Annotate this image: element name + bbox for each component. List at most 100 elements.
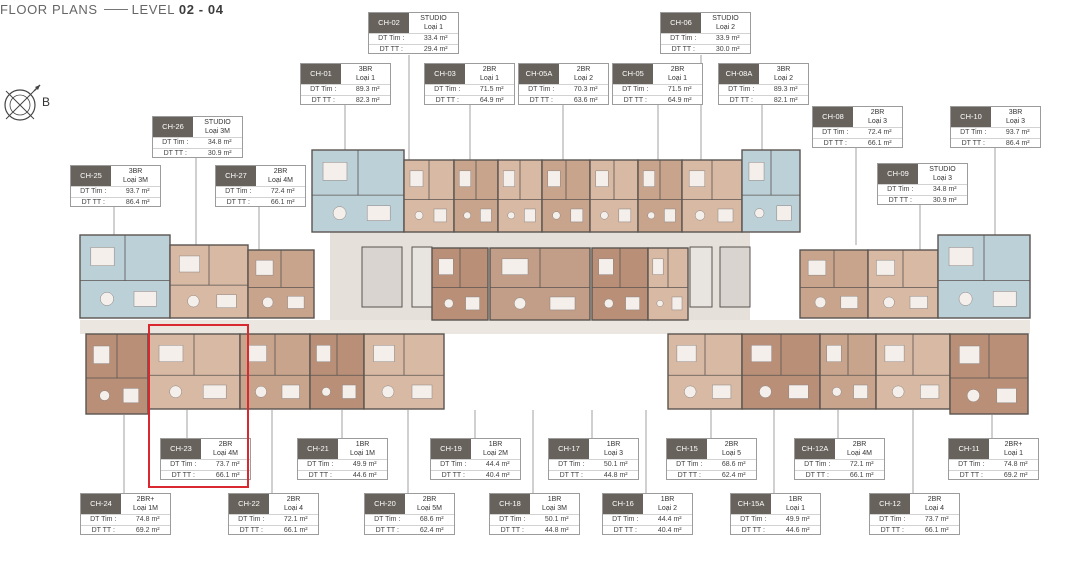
dt-tt-value: 44.6 m²	[352, 472, 377, 479]
dt-tim-label: DT Tim :	[804, 461, 831, 468]
furniture	[366, 205, 391, 221]
dt-tim-value: 50.1 m²	[603, 461, 628, 468]
unit-type: 2BR	[273, 168, 288, 175]
dt-tt-value: 40.4 m²	[657, 527, 682, 534]
unit-type: 2BR+	[136, 496, 155, 503]
dt-tim-value: 33.9 m²	[715, 35, 740, 42]
furniture	[958, 292, 973, 306]
dt-tt-value: 30.9 m²	[207, 150, 232, 157]
dt-tim-label: DT Tim :	[676, 461, 703, 468]
unit-code: CH-05A	[519, 64, 559, 84]
dt-tt-value: 66.1 m²	[924, 527, 949, 534]
unit-class: Loại 2M	[483, 450, 508, 457]
stair-core	[719, 246, 751, 308]
dt-tim-value: 89.3 m²	[355, 86, 380, 93]
unit-class: Loại 4M	[213, 450, 238, 457]
unit-code: CH-15	[667, 439, 707, 459]
unit-type: 2BR	[870, 109, 885, 116]
furniture	[676, 345, 697, 362]
lift-core	[689, 246, 713, 308]
unit-code: CH-15A	[731, 494, 771, 514]
dt-tim-value: 49.9 m²	[785, 516, 810, 523]
unit-type: 1BR	[660, 496, 675, 503]
furniture	[647, 211, 655, 220]
furniture	[814, 296, 827, 309]
unit-class: Loại 1	[785, 505, 806, 512]
furniture	[853, 384, 868, 399]
unit-class: Loại 2	[573, 75, 594, 82]
stair-core	[361, 246, 403, 308]
unit-type: STUDIO	[929, 166, 956, 173]
furniture	[411, 384, 433, 399]
unit-class: Loại 4	[283, 505, 304, 512]
furniture	[321, 387, 331, 397]
dt-tt-label: DT TT :	[959, 472, 983, 479]
header-divider	[103, 9, 128, 10]
unit-type-block: 2BR Loại 3	[853, 107, 902, 127]
unit-class: Loại 3M	[205, 128, 230, 135]
unit-code: CH-01	[301, 64, 341, 84]
dt-tim-value: 68.6 m²	[419, 516, 444, 523]
furniture	[122, 388, 139, 404]
dt-tt-value: 44.8 m²	[603, 472, 628, 479]
furniture	[643, 170, 655, 187]
dt-tim-label: DT Tim :	[434, 86, 461, 93]
dt-tt-label: DT TT :	[375, 527, 399, 534]
dt-tim-value: 73.7 m²	[924, 516, 949, 523]
unit-class: Loại 1	[1003, 450, 1024, 457]
dt-tim-label: DT Tim :	[80, 188, 107, 195]
unit-class: Loại 5	[721, 450, 742, 457]
dt-tim-label: DT Tim :	[558, 461, 585, 468]
unit-class: Loại 4	[924, 505, 945, 512]
furniture	[255, 385, 267, 398]
furniture	[262, 296, 274, 308]
furniture	[684, 385, 697, 398]
unit-code: CH-18	[490, 494, 530, 514]
dt-tt-value: 86.4 m²	[1005, 140, 1030, 147]
furniture	[751, 345, 772, 362]
unit-code: CH-17	[549, 439, 589, 459]
furniture	[133, 291, 157, 307]
furniture	[832, 387, 842, 397]
unit-class: Loại 3	[867, 118, 888, 125]
dt-tt-label: DT TT :	[239, 527, 263, 534]
selected-unit-highlight	[148, 324, 249, 488]
furniture	[322, 162, 348, 181]
furniture	[909, 295, 928, 309]
unit-class: Loại 1	[667, 75, 688, 82]
unit-class: Loại 2	[715, 24, 736, 31]
dt-tim-label: DT Tim :	[740, 516, 767, 523]
furniture	[892, 385, 905, 398]
